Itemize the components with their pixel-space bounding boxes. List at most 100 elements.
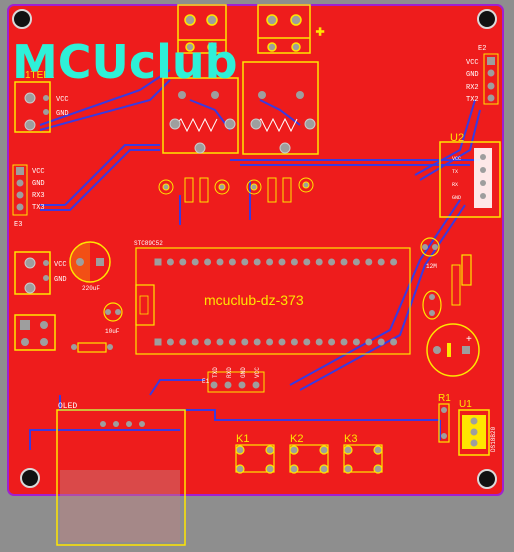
mcu-pin (253, 258, 261, 266)
mcu-pin (303, 338, 311, 346)
key-2 (289, 444, 329, 474)
key-3 (343, 444, 383, 474)
relay-2 (242, 61, 319, 155)
u1-sensor (458, 409, 490, 456)
mounting-holes (12, 9, 497, 489)
debug-tag: E1 (202, 378, 210, 385)
capacitor-220uf-value: 220uF (82, 285, 100, 292)
mcu-pin (216, 338, 224, 346)
board-title: mcuclub-dz-373 (204, 292, 304, 308)
terminal-block-1 (177, 4, 227, 54)
header-left-mid-pin-3: RX3 (32, 192, 45, 200)
mcu-pin (166, 258, 174, 266)
mcu-silk-label: STC89C52 (134, 240, 163, 247)
watermark-logo: MCUclub (12, 35, 238, 89)
key-1 (235, 444, 275, 474)
mcu-pin (290, 338, 298, 346)
mcu-pin (266, 338, 274, 346)
u1-part-number: DS18B20 (490, 426, 497, 452)
mcu-pin (241, 258, 249, 266)
mcu-pin (179, 338, 187, 346)
key-3-label: K3 (344, 433, 357, 445)
header-right-top-pin-3: RX2 (466, 84, 479, 92)
header-left-top (14, 81, 51, 133)
mcu-pin (365, 258, 373, 266)
resistor-left (71, 342, 113, 353)
u2-module (439, 141, 501, 218)
mcu-pin (390, 258, 398, 266)
capacitor-right: + (426, 323, 480, 377)
mcu-pin (228, 258, 236, 266)
mcu-pin (352, 258, 360, 266)
header-left-mid (12, 164, 28, 216)
mcu-footprint (135, 247, 411, 355)
svg-text:+: + (466, 334, 472, 345)
mcu-pin (191, 338, 199, 346)
mcu-pin (328, 258, 336, 266)
header-right-top (483, 53, 499, 105)
mcu-pin (352, 338, 360, 346)
mcu-pin (154, 258, 162, 266)
right-mid-parts (420, 237, 472, 320)
header-left-mid-pin-1: VCC (32, 168, 45, 176)
u1-designator: U1 (459, 399, 472, 410)
header-left-top-pin-2: GND (56, 110, 69, 118)
mcu-pin (241, 338, 249, 346)
debug-pin-4: VCC (254, 367, 261, 378)
header-left-mid-tag: E3 (14, 221, 22, 229)
mcu-pin (179, 258, 187, 266)
u2-pin-2: TX (452, 169, 458, 175)
debug-header (207, 371, 265, 393)
mcu-pin (315, 338, 323, 346)
r1-designator: R1 (438, 393, 451, 404)
header-left-mid-pin-4: TX3 (32, 204, 45, 212)
mcu-pin (377, 258, 385, 266)
mcu-pin (303, 258, 311, 266)
mcu-pin (204, 258, 212, 266)
mcu-pin (204, 338, 212, 346)
mcu-pins (154, 258, 398, 346)
copper-traces (29, 69, 481, 450)
u2-pin-4: GND (452, 195, 461, 201)
header-right-top-pin-4: TX2 (466, 96, 479, 104)
header-left-mid-pin-2: GND (32, 180, 45, 188)
header-right-top-pin-2: GND (466, 71, 479, 79)
mcu-pin (365, 338, 373, 346)
header-left-top-name: J1TEL1 (20, 70, 55, 81)
power-switch (14, 314, 56, 351)
mcu-pin (278, 258, 286, 266)
debug-pin-3: GND (240, 367, 247, 378)
crystal-value: 12M (426, 263, 437, 270)
mcu-pin (328, 338, 336, 346)
debug-pin-2: RXD (226, 367, 233, 378)
small-cap-left-value: 10uF (105, 328, 120, 335)
capacitor-220uf (69, 241, 111, 283)
u2-designator: U2 (450, 132, 464, 144)
mcu-pin (191, 258, 199, 266)
pcb-board (7, 4, 504, 496)
svg-text:+: + (316, 23, 324, 39)
mcu-pin (166, 338, 174, 346)
mcu-pin (266, 258, 274, 266)
relay-1 (162, 77, 239, 154)
mcu-pin (315, 258, 323, 266)
mcu-pin (340, 258, 348, 266)
mcu-pin (390, 338, 398, 346)
key-2-label: K2 (290, 433, 303, 445)
debug-pin-1: TXD (212, 367, 219, 378)
key-1-label: K1 (236, 433, 249, 445)
small-cap-left (103, 302, 123, 322)
mcu-pin (278, 338, 286, 346)
header-right-top-pin-1: VCC (466, 59, 479, 67)
oled-label: OLED (58, 402, 77, 411)
mcu-pin (253, 338, 261, 346)
header-left-power (14, 251, 51, 295)
mcu-pin (290, 258, 298, 266)
relay-driver-parts (158, 177, 314, 203)
u2-pin-1: VCC (452, 156, 461, 162)
r1-resistor (438, 403, 450, 443)
header-right-top-tag: E2 (478, 45, 486, 53)
terminal-block-2: + (257, 4, 325, 54)
header-left-top-pin-1: VCC (56, 96, 69, 104)
